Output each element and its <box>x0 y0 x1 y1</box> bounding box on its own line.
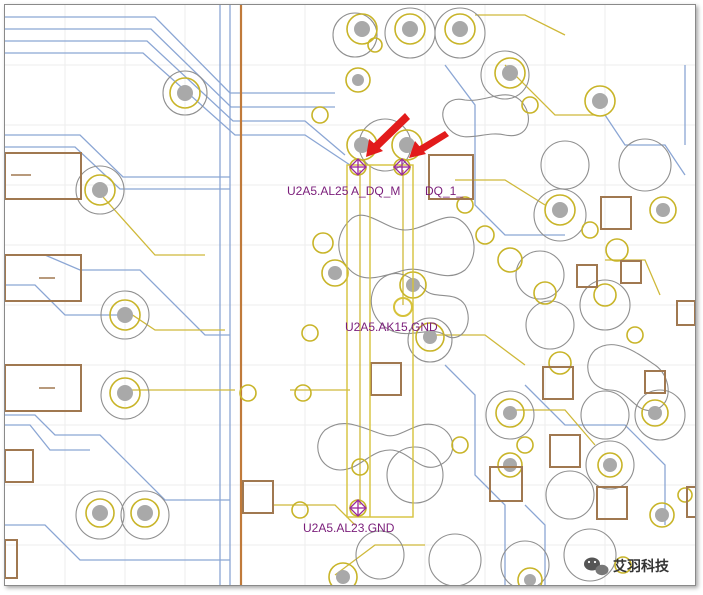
smd-pads <box>5 152 695 579</box>
selected-vias[interactable] <box>349 158 411 517</box>
annotation-arrows <box>366 113 449 158</box>
pcb-view-frame: U2A5.AL25 A_DQ_M DQ_1_ U2A5.AK15.GND U2A… <box>4 4 696 586</box>
net-label-middle: U2A5.AK15.GND <box>345 320 438 334</box>
background-grid <box>5 5 695 585</box>
net-label-top-right: DQ_1_ <box>425 184 463 198</box>
highlighted-net <box>346 164 414 518</box>
net-label-bottom: U2A5.AL23.GND <box>303 521 395 535</box>
watermark-text: 艾羽科技 <box>613 558 670 575</box>
watermark: 艾羽科技 <box>584 557 670 576</box>
pcb-layout-canvas[interactable]: U2A5.AL25 A_DQ_M DQ_1_ U2A5.AK15.GND U2A… <box>5 5 695 585</box>
net-label-top-left: U2A5.AL25 A_DQ_M <box>287 184 400 198</box>
blue-traces <box>5 5 686 585</box>
wechat-icon <box>584 557 609 576</box>
pad-centers <box>92 21 670 585</box>
